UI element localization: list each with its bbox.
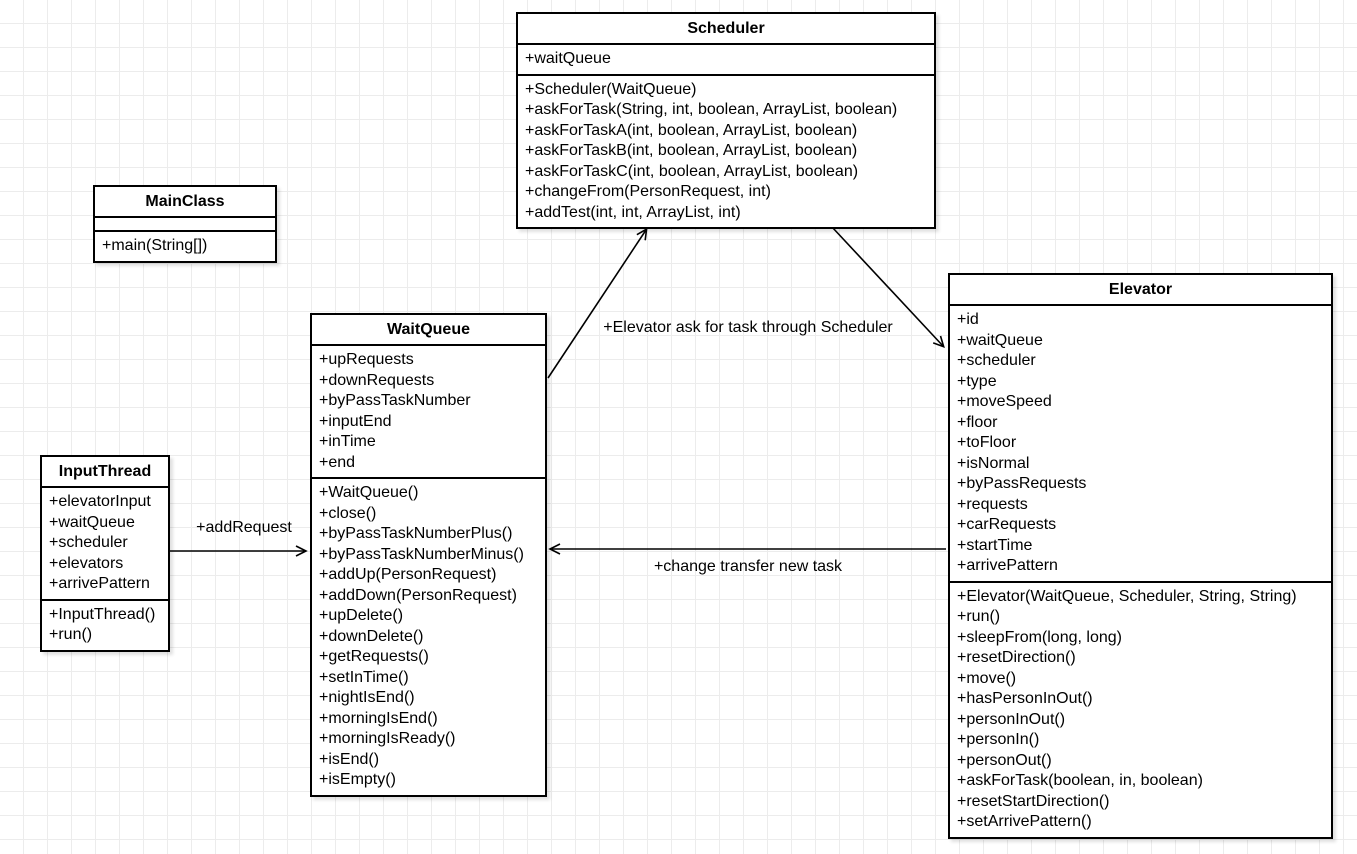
member-line: +carRequests bbox=[957, 516, 1057, 533]
member-line: +arrivePattern bbox=[957, 557, 1058, 574]
member-line: +addDown(PersonRequest) bbox=[319, 586, 517, 604]
member-line: +run() bbox=[49, 626, 93, 643]
member-line: +inTime bbox=[319, 433, 376, 450]
member-line: +addTest(int, int, ArrayList, int) bbox=[525, 203, 741, 221]
member-line: +Elevator(WaitQueue, Scheduler, String, … bbox=[957, 587, 1297, 605]
member-line: +addUp(PersonRequest) bbox=[319, 566, 497, 583]
member-line: +startTime bbox=[957, 536, 1033, 554]
edge-label-addrequest: +addRequest bbox=[196, 519, 292, 536]
member-line: +byPassRequests bbox=[957, 475, 1087, 492]
member-line: +byPassTaskNumberPlus() bbox=[319, 525, 513, 542]
member-line: +nightIsEnd() bbox=[319, 689, 415, 706]
member-line: +elevatorInput bbox=[49, 493, 151, 510]
member-line: +upDelete() bbox=[319, 607, 404, 624]
class-scheduler-title: Scheduler bbox=[518, 14, 934, 45]
member-line: +isNormal bbox=[957, 454, 1030, 472]
member-line: +waitQueue bbox=[49, 513, 135, 531]
member-line: +askForTaskC(int, boolean, ArrayList, bo… bbox=[525, 162, 859, 180]
member-line: +end bbox=[319, 453, 356, 471]
member-line: +getRequests() bbox=[319, 648, 429, 665]
edge-label-change-transfer: +change transfer new task bbox=[653, 558, 843, 575]
member-line: +requests bbox=[957, 495, 1028, 513]
class-scheduler-attributes: +waitQueue bbox=[518, 45, 934, 76]
member-line: +askForTask(boolean, in, boolean) bbox=[957, 772, 1203, 789]
member-line: +personInOut() bbox=[957, 710, 1066, 728]
class-waitqueue-attributes: +upRequests +downRequests +byPassTaskNumbe… bbox=[312, 346, 545, 479]
member-line: +askForTaskB(int, boolean, ArrayList, bo… bbox=[525, 142, 858, 159]
member-line: +morningIsReady() bbox=[319, 730, 456, 747]
class-elevator-title: Elevator bbox=[950, 275, 1331, 306]
member-line: +morningIsEnd() bbox=[319, 709, 438, 727]
member-line: +floor bbox=[957, 413, 998, 431]
member-line: +arrivePattern bbox=[49, 575, 150, 592]
class-waitqueue-methods: +WaitQueue() +close() +byPassTaskNumberPlu… bbox=[312, 479, 545, 795]
edge-waitqueue-scheduler-arrow[interactable] bbox=[547, 227, 648, 379]
member-line: +sleepFrom(long, long) bbox=[957, 628, 1122, 646]
member-line: +downDelete() bbox=[319, 627, 424, 645]
class-scheduler-methods: +Scheduler(WaitQueue) +askForTask(String,… bbox=[518, 76, 934, 228]
member-line: +byPassTaskNumberMinus() bbox=[319, 545, 524, 563]
member-line: +askForTask(String, int, boolean, ArrayL… bbox=[525, 101, 898, 118]
member-line: +toFloor bbox=[957, 434, 1017, 451]
member-line: +InputThread() bbox=[49, 605, 156, 623]
member-line: +inputEnd bbox=[319, 412, 392, 430]
class-inputthread-methods: +InputThread() +run() bbox=[42, 601, 168, 650]
class-mainclass-attributes bbox=[95, 218, 275, 232]
member-line: +scheduler bbox=[957, 352, 1036, 369]
member-line: +resetDirection() bbox=[957, 649, 1076, 666]
member-line: +isEmpty() bbox=[319, 771, 396, 788]
member-line: +setInTime() bbox=[319, 668, 409, 686]
member-line: +waitQueue bbox=[525, 50, 611, 67]
class-inputthread-attributes: +elevatorInput +waitQueue +scheduler +eleva… bbox=[42, 488, 168, 601]
member-line: +close() bbox=[319, 504, 377, 522]
member-line: +upRequests bbox=[319, 351, 414, 368]
member-line: +run() bbox=[957, 608, 1001, 625]
member-line: +setArrivePattern() bbox=[957, 813, 1092, 830]
member-line: +resetStartDirection() bbox=[957, 792, 1110, 810]
member-line: +personOut() bbox=[957, 751, 1052, 769]
member-line: +personIn() bbox=[957, 731, 1040, 748]
member-line: +scheduler bbox=[49, 534, 128, 551]
member-line: +byPassTaskNumber bbox=[319, 392, 471, 409]
member-line: +isEnd() bbox=[319, 750, 380, 768]
member-line: +move() bbox=[957, 669, 1017, 687]
class-mainclass-methods: +main(String[]) bbox=[95, 232, 275, 261]
class-elevator-methods: +Elevator(WaitQueue, Scheduler, String, … bbox=[950, 583, 1331, 837]
class-inputthread-title: InputThread bbox=[42, 457, 168, 488]
member-line: +askForTaskA(int, boolean, ArrayList, bo… bbox=[525, 121, 858, 139]
member-line: +type bbox=[957, 372, 997, 390]
member-line: +WaitQueue() bbox=[319, 484, 419, 501]
class-waitqueue-title: WaitQueue bbox=[312, 315, 545, 346]
edge-label-ask-for-task: +Elevator ask for task through Scheduler bbox=[603, 319, 893, 336]
member-line: +main(String[]) bbox=[102, 237, 208, 254]
member-line: +waitQueue bbox=[957, 331, 1043, 349]
class-scheduler[interactable]: Scheduler +waitQueue +Scheduler(WaitQueu… bbox=[516, 12, 936, 229]
member-line: +downRequests bbox=[319, 371, 435, 389]
class-elevator[interactable]: Elevator +id +waitQueue +scheduler +type +mo… bbox=[948, 273, 1333, 839]
class-inputthread[interactable]: InputThread +elevatorInput +waitQueue +sch… bbox=[40, 455, 170, 652]
class-mainclass[interactable]: MainClass +main(String[]) bbox=[93, 185, 277, 263]
member-line: +Scheduler(WaitQueue) bbox=[525, 80, 697, 98]
member-line: +moveSpeed bbox=[957, 393, 1052, 410]
member-line: +hasPersonInOut() bbox=[957, 690, 1093, 707]
member-line: +elevators bbox=[49, 554, 124, 572]
class-waitqueue[interactable]: WaitQueue +upRequests +downRequests +byPas… bbox=[310, 313, 547, 797]
member-line: +changeFrom(PersonRequest, int) bbox=[525, 183, 771, 200]
member-line: +id bbox=[957, 311, 979, 328]
class-mainclass-title: MainClass bbox=[95, 187, 275, 218]
class-elevator-attributes: +id +waitQueue +scheduler +type +moveSpeed +f… bbox=[950, 306, 1331, 583]
